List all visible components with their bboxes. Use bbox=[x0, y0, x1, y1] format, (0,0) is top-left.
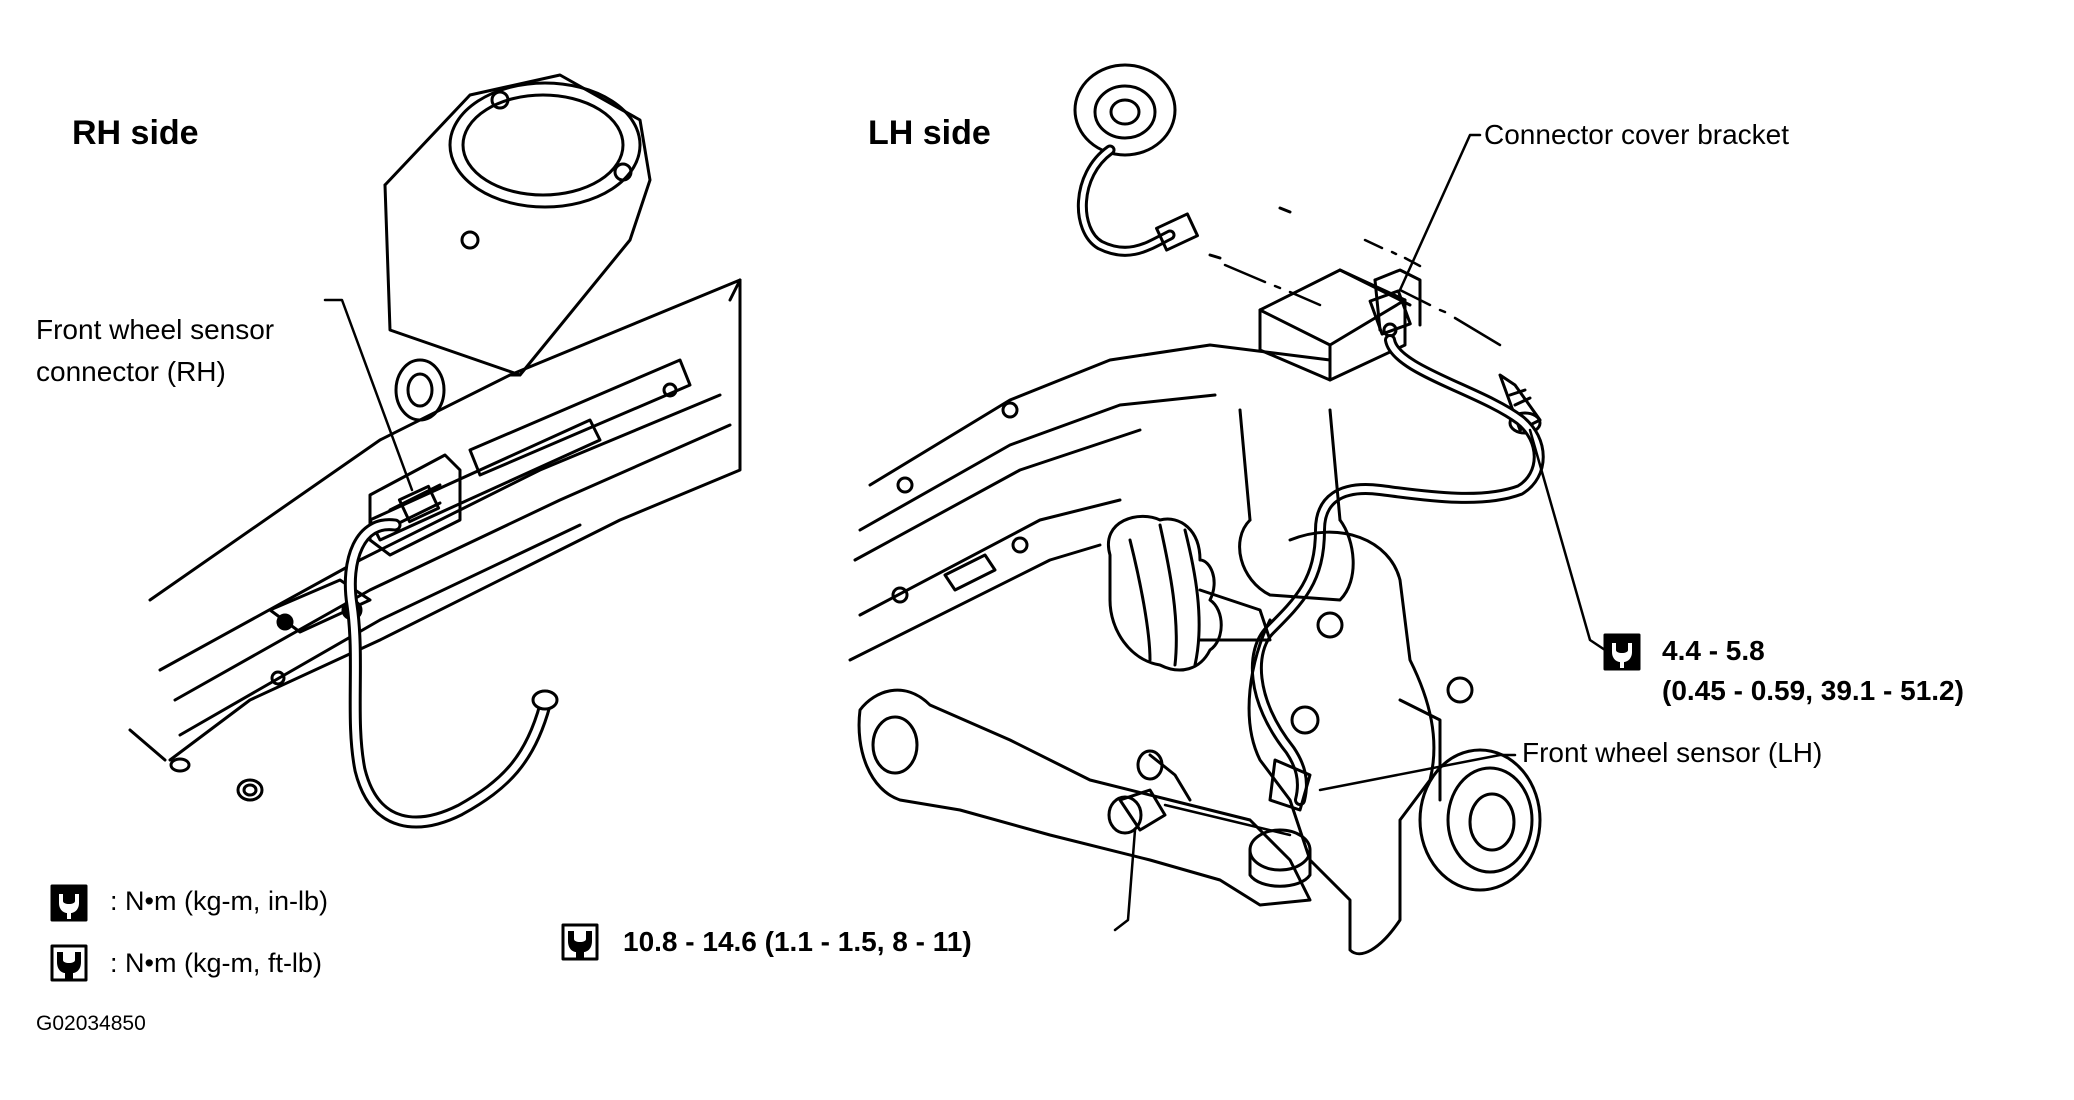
lh-drive-shaft-boot bbox=[1106, 514, 1223, 672]
rh-strut-tower bbox=[383, 73, 652, 377]
lh-side-title: LH side bbox=[868, 114, 991, 152]
rh-connector-label-line2: connector (RH) bbox=[36, 356, 226, 387]
rh-connector-leader bbox=[323, 298, 414, 492]
rh-sensor-harness bbox=[343, 518, 552, 829]
legend-outline-wrench-text: : N•m (kg-m, ft-lb) bbox=[110, 948, 322, 978]
lh-side-illustration bbox=[848, 63, 1607, 956]
bracket-bolt-torque-line1: 4.4 - 5.8 bbox=[1662, 635, 1765, 666]
rh-inner-panel bbox=[148, 278, 742, 762]
lh-connector-cover-bracket bbox=[1258, 268, 1407, 382]
lh-strut bbox=[1238, 408, 1342, 522]
legend-filled-wrench-text: : N•m (kg-m, in-lb) bbox=[110, 886, 328, 916]
bracket-bolt-torque-leader bbox=[1528, 428, 1607, 652]
rh-connector-bracket bbox=[368, 453, 462, 557]
outline-wrench-icon bbox=[561, 923, 599, 961]
front-wheel-sensor-lh-label: Front wheel sensor (LH) bbox=[1522, 737, 1823, 768]
lh-wheel-hub bbox=[1418, 748, 1542, 892]
sensor-bolt-torque: 10.8 - 14.6 (1.1 - 1.5, 8 - 11) bbox=[623, 926, 972, 957]
lh-front-crossmember bbox=[868, 343, 1332, 487]
connector-cover-bracket-label: Connector cover bracket bbox=[1484, 119, 1790, 150]
filled-wrench-icon bbox=[1603, 633, 1641, 671]
rh-side-title: RH side bbox=[72, 114, 199, 152]
figure-code: G02034850 bbox=[36, 1012, 146, 1035]
rh-side-illustration bbox=[128, 73, 742, 829]
sensor-bolt-torque-leader bbox=[1113, 828, 1137, 932]
rh-connector-label-line1: Front wheel sensor bbox=[36, 314, 275, 345]
lh-steering-knuckle bbox=[1247, 530, 1436, 956]
bracket-leader bbox=[1398, 133, 1482, 292]
lh-sensor-leader bbox=[1318, 753, 1517, 792]
lh-sensor-bolt bbox=[1118, 788, 1167, 832]
legend-outline-wrench-icon bbox=[50, 944, 88, 982]
lh-lower-arm bbox=[857, 688, 1312, 907]
legend-filled-wrench-icon bbox=[50, 884, 88, 922]
bracket-bolt-torque-line2: (0.45 - 0.59, 39.1 - 51.2) bbox=[1662, 675, 1964, 706]
